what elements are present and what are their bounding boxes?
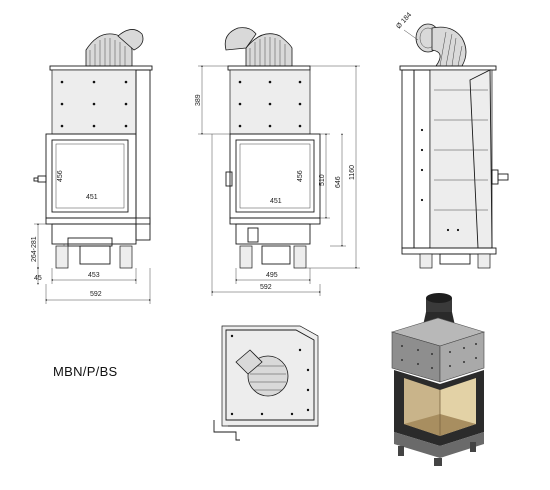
side-height-b: 646 (335, 176, 342, 188)
side-height-top: 389 (195, 94, 202, 106)
side-width-glass: 451 (270, 198, 282, 205)
front-width-body: 453 (88, 272, 100, 279)
side-height-glass: 456 (297, 170, 304, 182)
rivet-dots (238, 80, 302, 128)
side-height-total: 1160 (349, 165, 356, 180)
flue-collar-icon (415, 23, 467, 67)
middle-view (224, 27, 321, 269)
side-width-total: 592 (260, 284, 272, 291)
front-width-total: 592 (90, 291, 102, 298)
rivet-dots (420, 128, 460, 232)
front-width-glass: 451 (86, 194, 98, 201)
front-height-glass: 456 (57, 170, 64, 182)
fireplace-render (390, 293, 486, 466)
front-dimensions: 456 451 264-281 45 453 592 (31, 170, 151, 304)
rivet-dots (60, 80, 128, 128)
front-leg-range: 264-281 (31, 236, 38, 262)
side-height-a: 510 (319, 174, 326, 186)
front-view (33, 29, 153, 269)
side-width-base: 495 (266, 272, 278, 279)
middle-dimensions: 389 456 451 510 646 1160 495 592 (195, 65, 360, 296)
flue-diameter: Ø 184 (395, 11, 413, 30)
rivet-dots (230, 334, 310, 416)
right-view: Ø 184 (395, 11, 509, 269)
flue-collar-icon (224, 27, 293, 67)
front-leg-offset: 45 (34, 275, 42, 282)
top-view (213, 325, 319, 441)
flue-collar-icon (85, 29, 144, 67)
model-label: MBN/P/BS (53, 364, 118, 379)
flue-collar-icon (235, 349, 289, 397)
